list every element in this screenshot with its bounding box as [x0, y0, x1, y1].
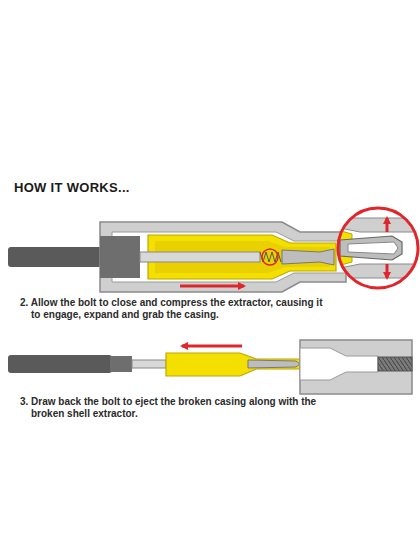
detail-marker — [262, 249, 278, 265]
step-caption: 2. Allow the bolt to close and compress … — [20, 297, 331, 321]
barrel-bore — [378, 357, 412, 371]
chamber-cavity — [300, 348, 378, 380]
bolt-closed-view — [8, 222, 346, 292]
chamber-housing — [300, 340, 412, 394]
magnified-detail — [330, 208, 420, 288]
chamber-housing — [100, 222, 346, 292]
bolt-open-view — [8, 340, 412, 394]
bolt-handle — [8, 247, 102, 267]
extractor-rod — [140, 252, 260, 262]
chamber-cavity — [112, 232, 346, 282]
bolt-face — [100, 236, 140, 278]
step-caption: 3. Draw back the bolt to eject the broke… — [20, 396, 331, 420]
extractor-head — [248, 360, 300, 368]
extractor-rod — [132, 360, 166, 368]
bolt-face — [110, 356, 132, 372]
pull-arrow — [182, 345, 242, 348]
section-title: HOW IT WORKS... — [14, 180, 130, 195]
extractor-head — [282, 249, 334, 265]
bolt-handle — [8, 355, 112, 373]
ejected-casing — [166, 353, 302, 376]
push-arrow — [180, 285, 244, 288]
